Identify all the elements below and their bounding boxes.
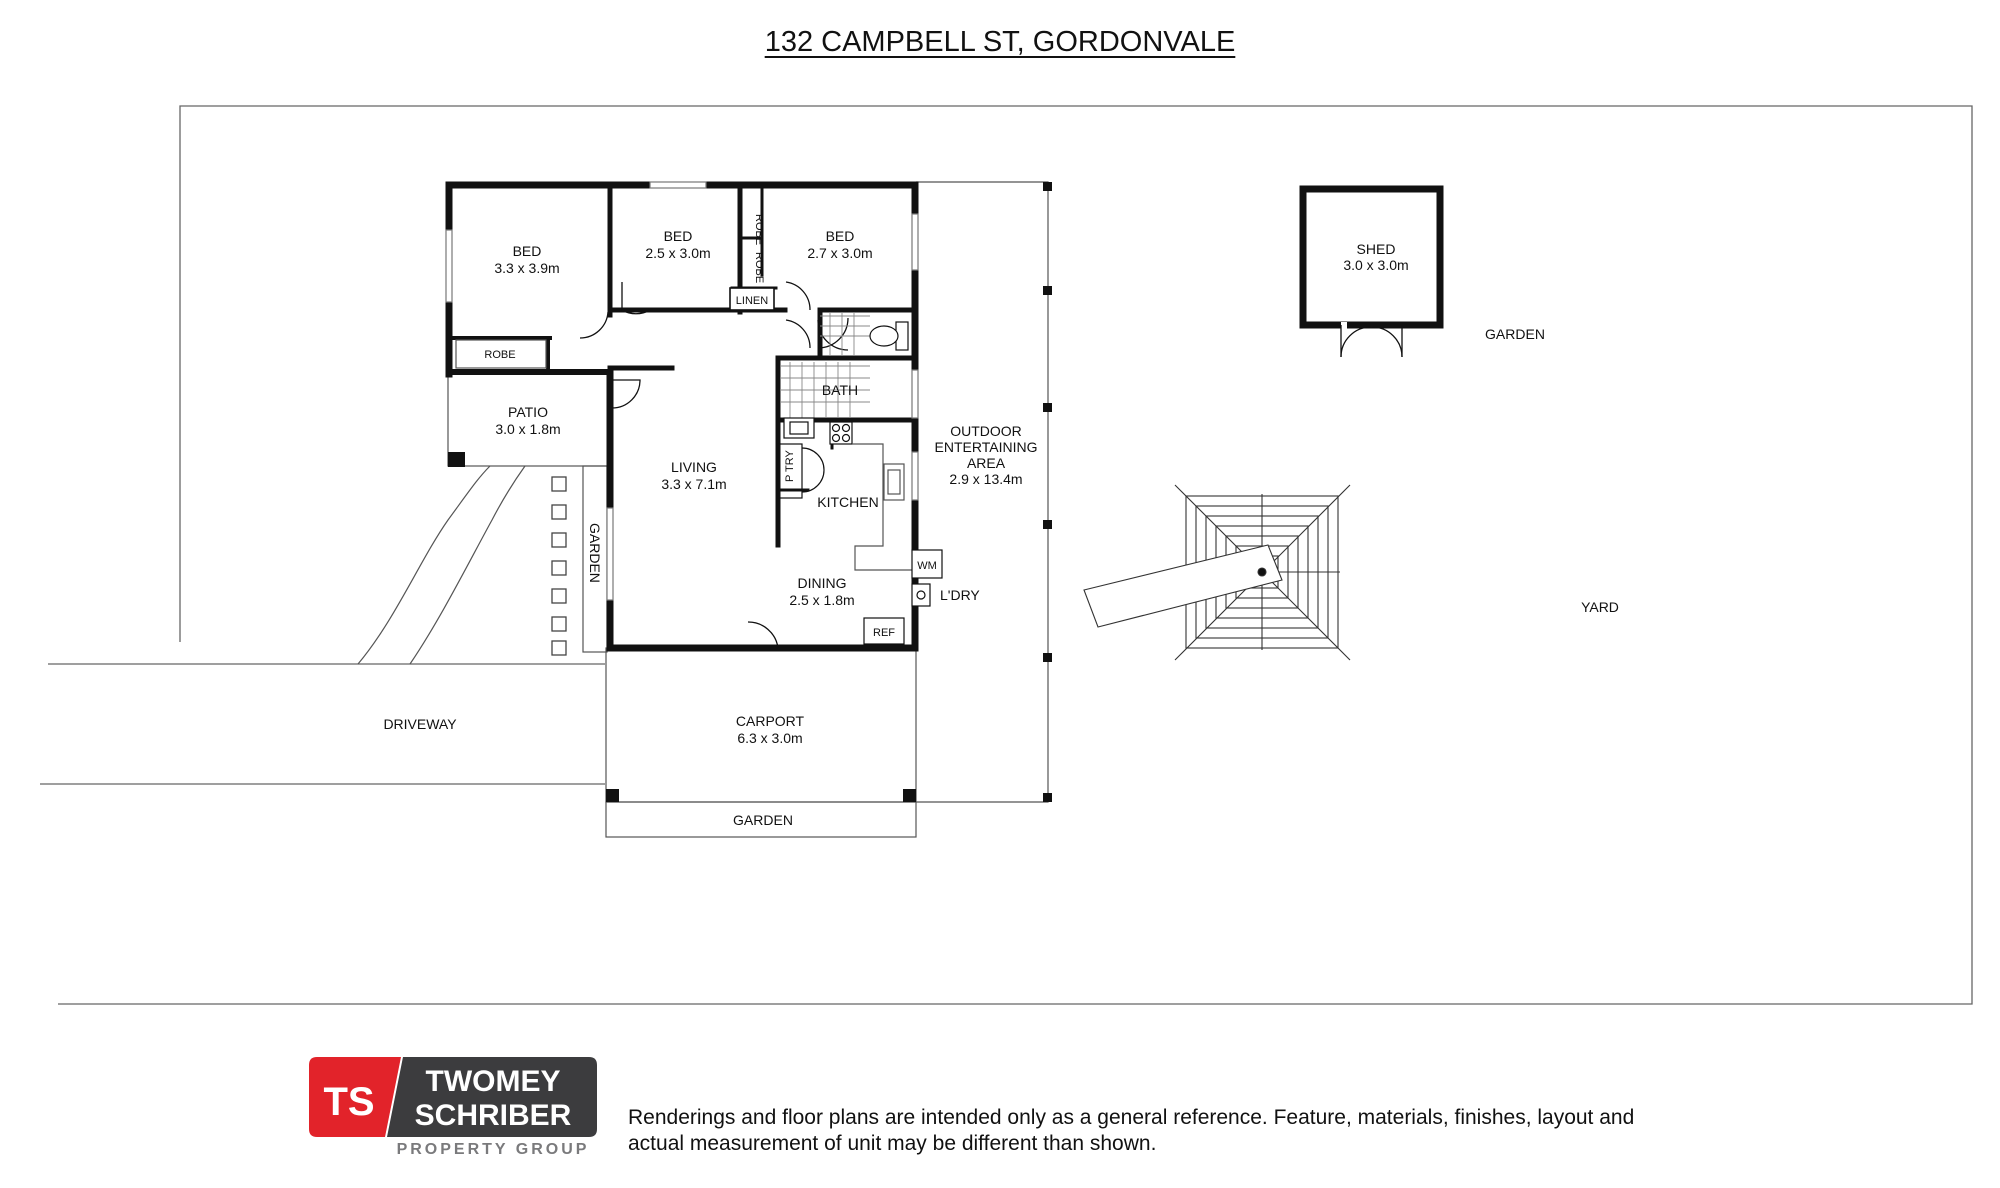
- laundry-fixtures: [911, 549, 943, 607]
- shed-walls: [1299, 185, 1444, 329]
- windows: [445, 181, 919, 601]
- linen-cupboard: [729, 287, 775, 311]
- bed1-size: 3.3 x 3.9m: [494, 260, 559, 276]
- toilet: [869, 321, 909, 351]
- doors: [579, 281, 849, 649]
- bath-tiles: [780, 312, 870, 418]
- logo-line3: PROPERTY GROUP: [397, 1141, 590, 1157]
- logo-mark: TS: [323, 1080, 374, 1124]
- laundry-label: L'DRY: [940, 587, 980, 603]
- carport-posts: [606, 789, 916, 802]
- wm-label: WM: [917, 560, 937, 572]
- garden-path: [357, 465, 526, 665]
- kitchen-benches: [852, 443, 913, 571]
- disclaimer: Renderings and floor plans are intended …: [628, 1105, 1728, 1157]
- living-size: 3.3 x 7.1m: [661, 476, 726, 492]
- ref-label: REF: [873, 627, 895, 639]
- shed-doors: [1340, 322, 1403, 358]
- room-labels: BED 3.3 x 3.9m BED 2.5 x 3.0m BED 2.7 x …: [383, 214, 1618, 828]
- fridge: [863, 617, 905, 645]
- bed1-label: BED: [513, 243, 542, 259]
- disclaimer-line-1: Renderings and floor plans are intended …: [628, 1106, 1635, 1129]
- outdoor-label-3: AREA: [967, 455, 1006, 471]
- patio-label: PATIO: [508, 404, 548, 420]
- stepping-stones: [551, 476, 567, 656]
- logo-red-badge: [309, 1057, 401, 1137]
- page-title: 132 CAMPBELL ST, GORDONVALE: [764, 26, 1236, 58]
- patio-post: [448, 452, 465, 467]
- front-garden-label: GARDEN: [733, 812, 793, 828]
- driveway-label: DRIVEWAY: [383, 716, 457, 732]
- kitchen-cooktop: [829, 421, 853, 445]
- dining-label: DINING: [798, 575, 847, 591]
- right-garden-label: GARDEN: [1485, 326, 1545, 342]
- yard-label: YARD: [1581, 599, 1619, 615]
- shed-size: 3.0 x 3.0m: [1343, 257, 1408, 273]
- property-boundary: [40, 105, 1973, 1005]
- patio-size: 3.0 x 1.8m: [495, 421, 560, 437]
- outdoor-label-2: ENTERTAINING: [935, 439, 1038, 455]
- outdoor-posts: [1043, 182, 1052, 802]
- pantry-doors: [777, 443, 825, 499]
- kitchen-label: KITCHEN: [817, 494, 878, 510]
- logo-line2: SCHRIBER: [415, 1099, 572, 1132]
- patio-outline: [447, 373, 609, 467]
- dining-size: 2.5 x 1.8m: [789, 592, 854, 608]
- robe-label: ROBE: [484, 349, 515, 361]
- bed3-label: BED: [826, 228, 855, 244]
- robe-lower-label: ROBE: [753, 252, 765, 283]
- outdoor-size: 2.9 x 13.4m: [949, 471, 1022, 487]
- floor-plan: BED 3.3 x 3.9m BED 2.5 x 3.0m BED 2.7 x …: [40, 105, 1973, 1005]
- agency-logo: TS TWOMEY SCHRIBER PROPERTY GROUP: [309, 1057, 597, 1157]
- bed2-size: 2.5 x 3.0m: [645, 245, 710, 261]
- living-label: LIVING: [671, 459, 717, 475]
- bed3-size: 2.7 x 3.0m: [807, 245, 872, 261]
- robe-upper-label: ROBE: [753, 214, 765, 245]
- logo-line1: TWOMEY: [426, 1065, 561, 1098]
- bath-label: BATH: [822, 382, 858, 398]
- side-garden-label: GARDEN: [587, 523, 603, 583]
- outdoor-label-1: OUTDOOR: [950, 423, 1022, 439]
- carport-label: CARPORT: [736, 713, 805, 729]
- bed2-label: BED: [664, 228, 693, 244]
- robe-bed1: [455, 339, 547, 369]
- shed-label: SHED: [1357, 241, 1396, 257]
- linen-label: LINEN: [736, 295, 768, 307]
- disclaimer-line-2: actual measurement of unit may be differ…: [628, 1132, 1157, 1155]
- logo-dark-badge: [387, 1057, 597, 1137]
- bath-vanity: [783, 417, 815, 439]
- outdoor-area-outline: [916, 181, 1049, 803]
- clothesline: [1083, 484, 1351, 661]
- carport-size: 6.3 x 3.0m: [737, 730, 802, 746]
- ptry-label: P TRY: [784, 450, 796, 482]
